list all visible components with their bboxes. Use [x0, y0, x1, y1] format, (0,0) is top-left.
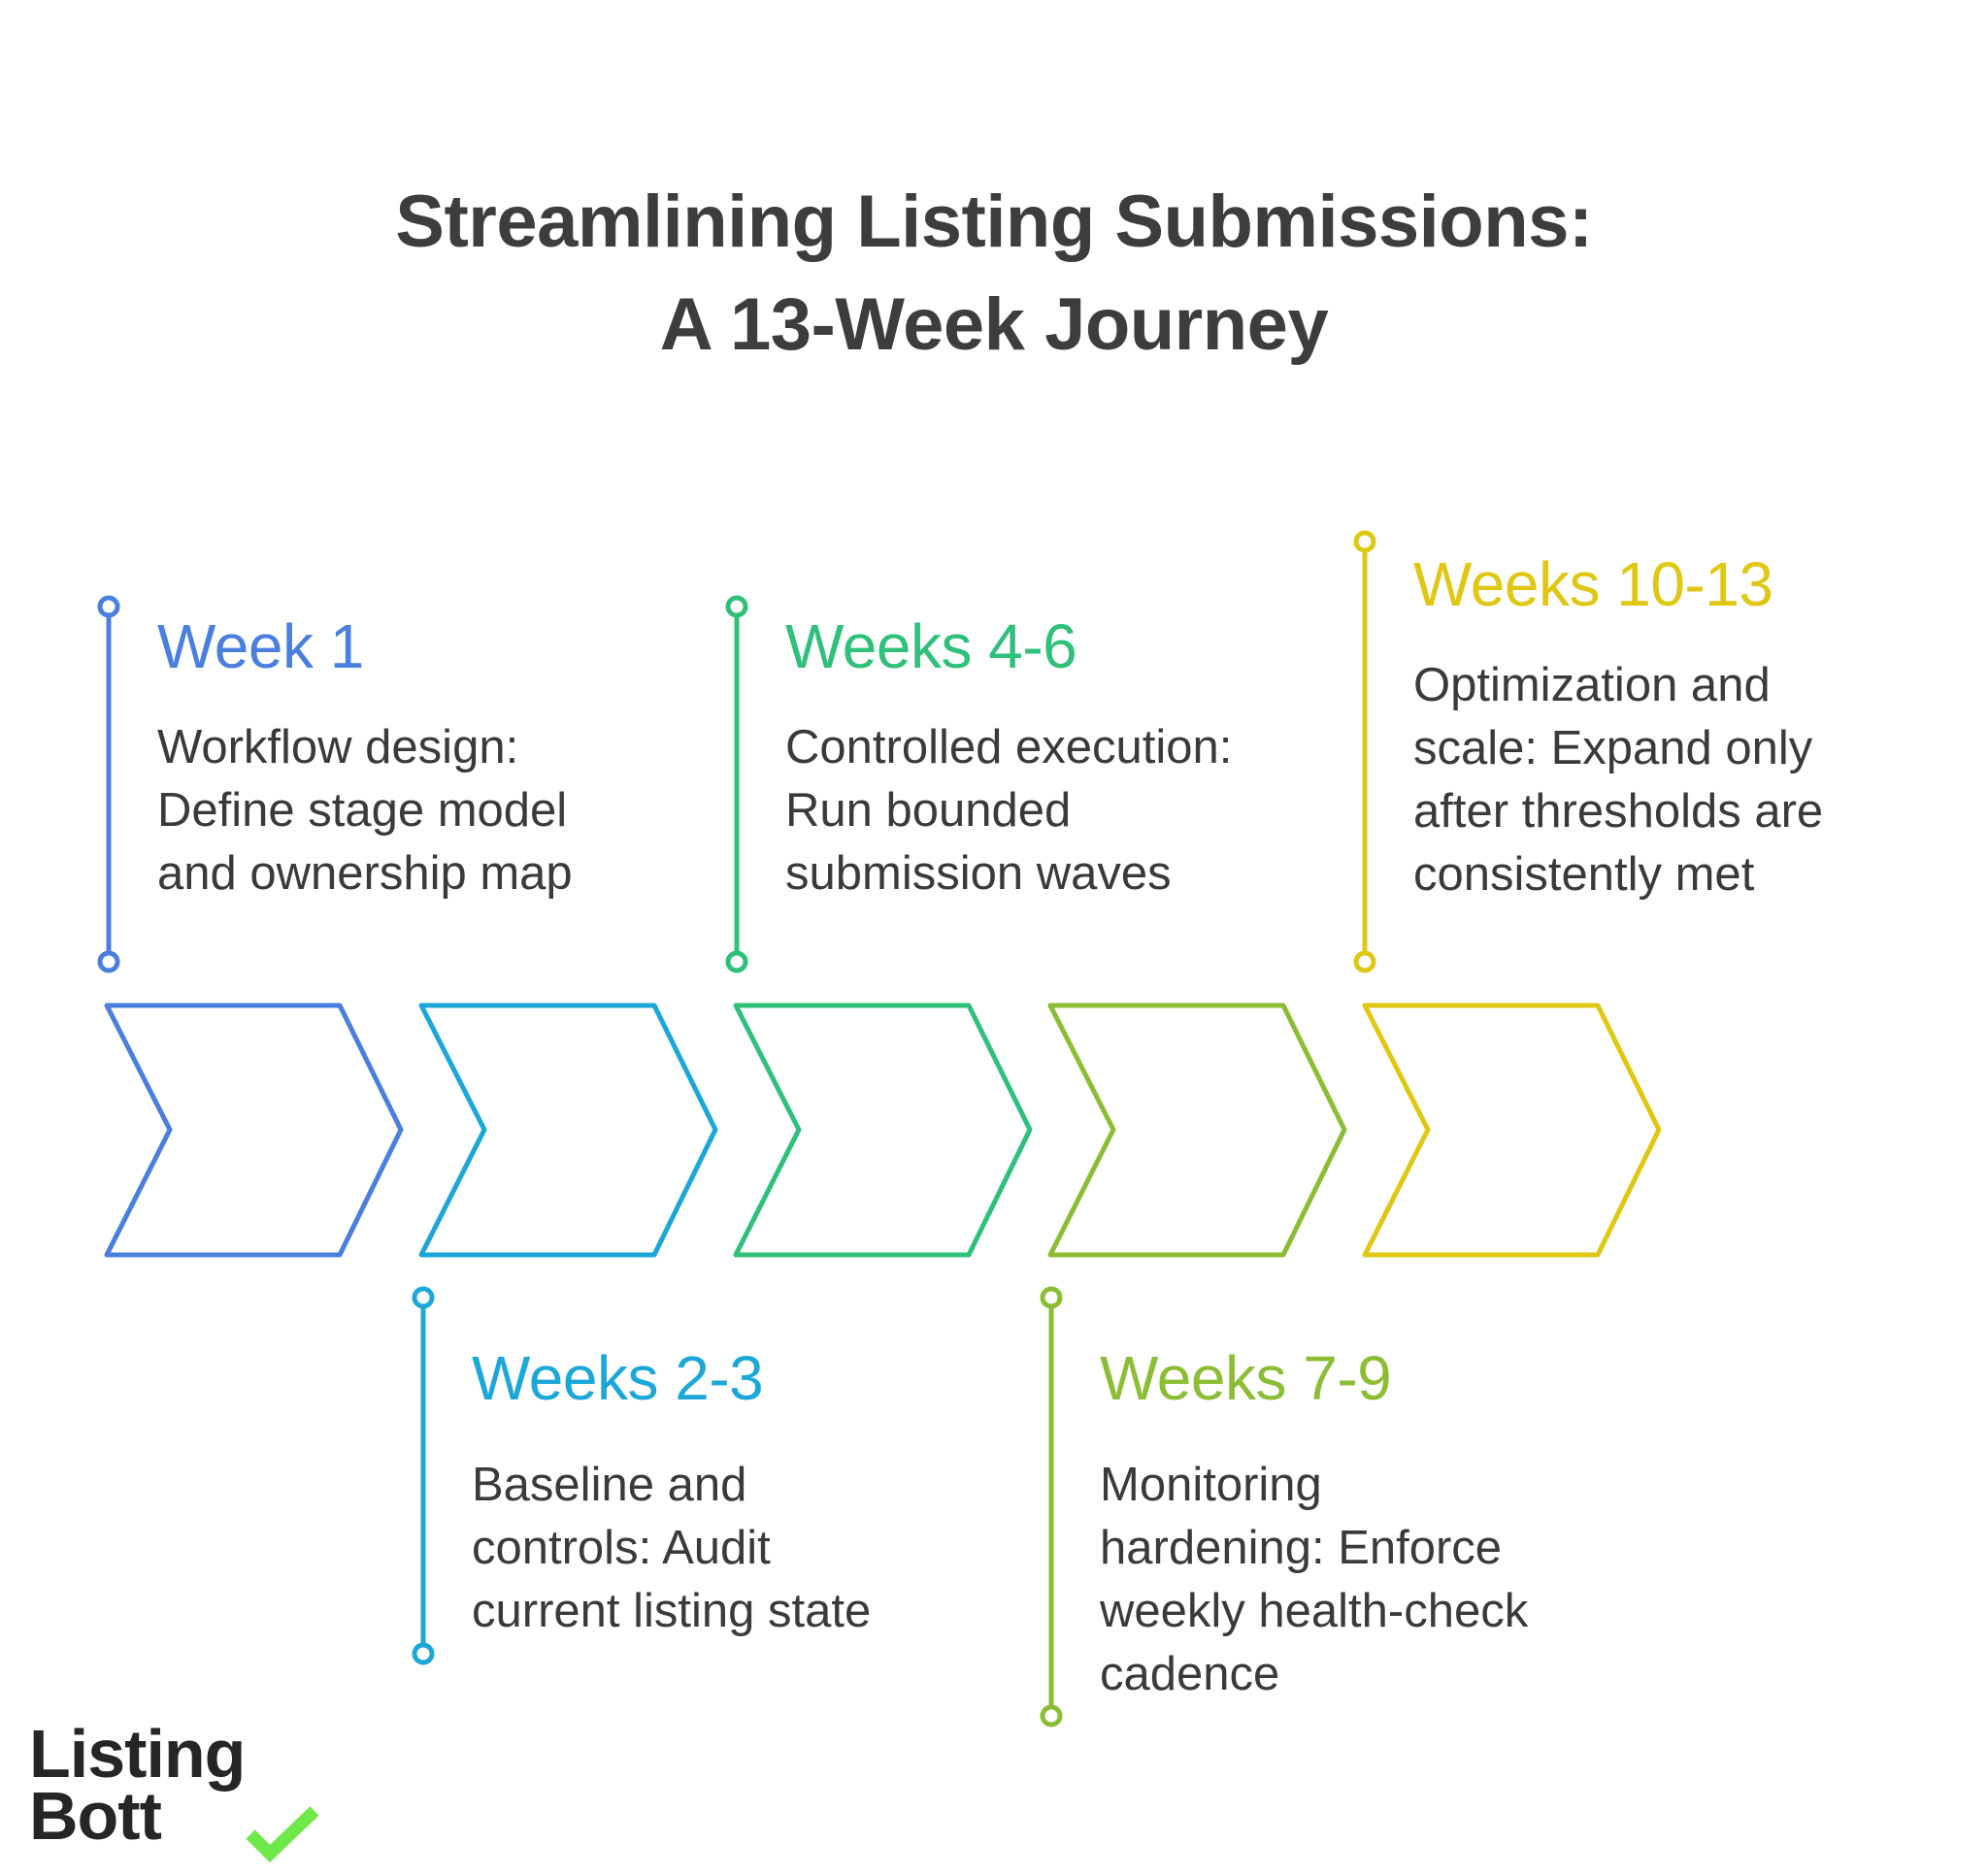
description-line: submission waves [785, 847, 1172, 900]
description-line: Define stage model [157, 784, 568, 837]
listingbott-logo: Listing Bott [29, 1716, 319, 1863]
description-line: weekly health-check [1100, 1585, 1529, 1637]
stage-description: Monitoring hardening: Enforce weekly hea… [1100, 1454, 1528, 1706]
description-line: current listing state [472, 1585, 872, 1637]
connector-weeks-7-9 [1040, 1286, 1063, 1727]
description-line: Monitoring [1100, 1459, 1322, 1511]
chevron-week-1 [104, 1003, 404, 1258]
chevron-weeks-4-6 [733, 1003, 1033, 1258]
diagram-title: Streamlining Listing Submissions: A 13-W… [0, 171, 1988, 377]
stage-description: Optimization and scale: Expand only afte… [1413, 654, 1823, 906]
stage-weeks-7-9: Weeks 7-9 Monitoring hardening: Enforce … [1100, 1341, 1528, 1706]
stage-weeks-4-6: Weeks 4-6 Controlled execution: Run boun… [785, 609, 1232, 905]
description-line: Run bounded [785, 784, 1072, 837]
stage-heading: Week 1 [157, 611, 364, 681]
description-line: hardening: Enforce [1100, 1522, 1503, 1574]
stage-heading: Weeks 7-9 [1100, 1343, 1392, 1413]
stage-heading: Weeks 4-6 [785, 611, 1077, 681]
description-line: after thresholds are [1413, 785, 1824, 838]
connector-weeks-10-13 [1353, 530, 1376, 973]
description-line: Baseline and [472, 1459, 747, 1511]
description-line: Optimization and [1413, 659, 1771, 711]
chevron-weeks-7-9 [1047, 1003, 1347, 1258]
stage-description: Workflow design: Define stage model and … [157, 716, 573, 905]
description-line: Workflow design: [157, 721, 519, 773]
description-line: consistently met [1413, 848, 1755, 901]
connector-week-1 [97, 595, 120, 973]
description-line: cadence [1100, 1648, 1280, 1700]
description-line: scale: Expand only [1413, 722, 1813, 774]
description-line: and ownership map [157, 847, 573, 900]
stage-description: Baseline and controls: Audit current lis… [472, 1454, 871, 1643]
stage-description: Controlled execution: Run bounded submis… [785, 716, 1232, 905]
checkmark-icon [246, 1806, 319, 1863]
stage-heading: Weeks 2-3 [472, 1343, 764, 1413]
stage-heading: Weeks 10-13 [1413, 549, 1773, 619]
title-line-1: Streamlining Listing Submissions: [395, 181, 1593, 263]
connector-weeks-2-3 [412, 1286, 435, 1665]
stage-week-1: Week 1 Workflow design: Define stage mod… [157, 609, 573, 905]
stage-weeks-10-13: Weeks 10-13 Optimization and scale: Expa… [1413, 547, 1823, 906]
chevron-weeks-2-3 [418, 1003, 718, 1258]
description-line: controls: Audit [472, 1522, 771, 1574]
logo-text-line-1: Listing [29, 1716, 246, 1792]
connector-weeks-4-6 [725, 595, 748, 973]
logo-text-line-2: Bott [29, 1778, 162, 1854]
stage-weeks-2-3: Weeks 2-3 Baseline and controls: Audit c… [472, 1341, 871, 1643]
title-line-2: A 13-Week Journey [659, 283, 1329, 366]
chevron-weeks-10-13 [1362, 1003, 1662, 1258]
description-line: Controlled execution: [785, 721, 1233, 773]
